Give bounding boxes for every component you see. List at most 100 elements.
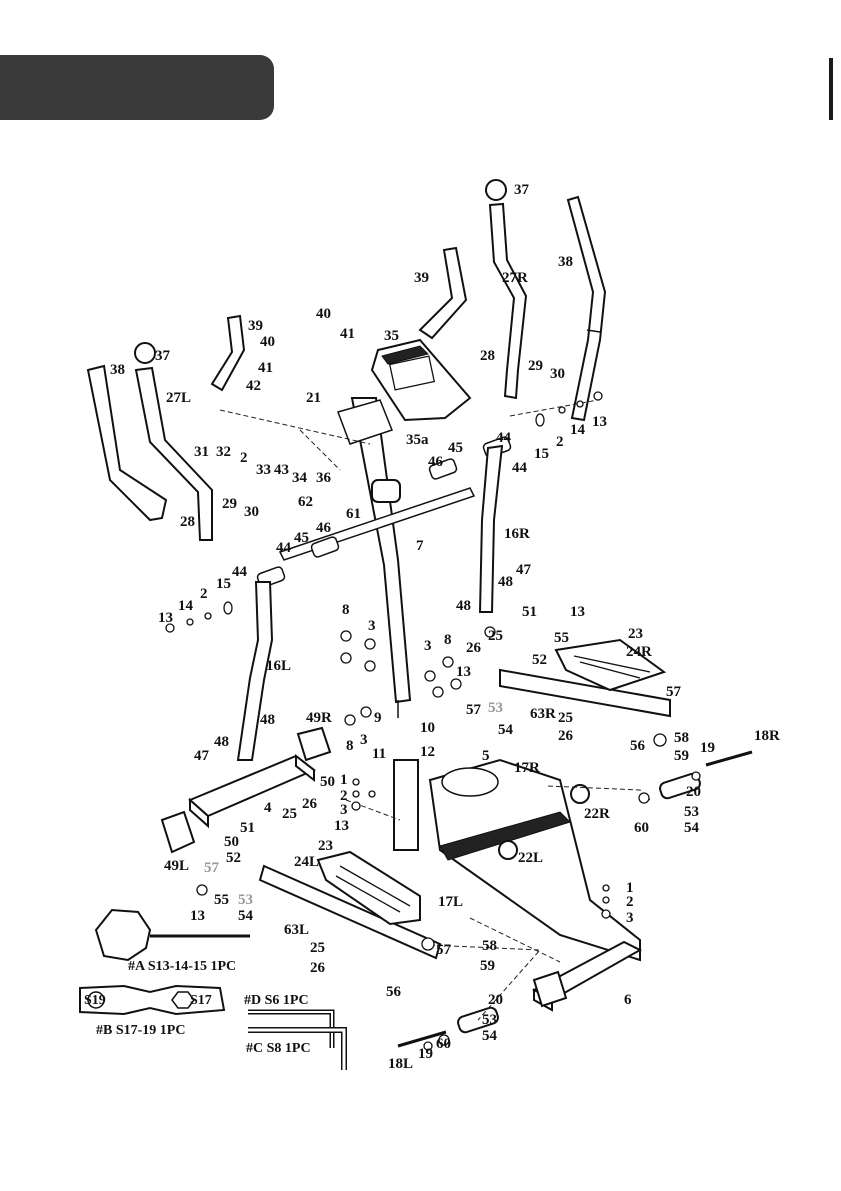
label-53: 53 (482, 1012, 497, 1028)
label-3: 3 (360, 732, 368, 748)
axle-bolt-18L (397, 1030, 447, 1048)
front-stabilizer-6 (531, 940, 643, 1012)
fixed-grip-39-left (210, 314, 246, 392)
label-12: 12 (420, 744, 435, 760)
label-47: 47 (516, 562, 532, 578)
bushing-46-left (310, 536, 340, 558)
label-26: 26 (558, 728, 574, 744)
end-cap-37-right (485, 179, 507, 201)
label-40: 40 (316, 306, 331, 322)
label-48: 48 (214, 734, 229, 750)
label-53: 53 (488, 700, 503, 716)
label-55: 55 (554, 630, 569, 646)
label-47: 47 (194, 748, 210, 764)
label-27L: 27L (166, 390, 191, 406)
label-22R: 22R (584, 806, 610, 822)
label-57: 57 (204, 860, 220, 876)
end-cap-49L (160, 810, 196, 854)
label-25: 25 (310, 940, 325, 956)
label-30: 30 (244, 504, 259, 520)
handle-tube-27L (134, 366, 213, 541)
pedal-24L (316, 850, 421, 926)
label-57: 57 (436, 942, 452, 958)
label-46: 46 (428, 454, 444, 470)
label-15: 15 (534, 446, 549, 462)
label-26: 26 (302, 796, 318, 812)
label-17L: 17L (438, 894, 463, 910)
label-54: 54 (498, 722, 514, 738)
label-6: 6 (624, 992, 632, 1008)
label-7: 7 (416, 538, 424, 554)
label-39: 39 (414, 270, 429, 286)
tool-B-s17: S17 (190, 993, 212, 1008)
label-32: 32 (216, 444, 231, 460)
fixed-grip-39-right (418, 246, 468, 340)
label-19: 19 (418, 1046, 433, 1062)
label-13: 13 (190, 908, 205, 924)
label-51: 51 (522, 604, 537, 620)
label-1: 1 (626, 880, 634, 896)
hex-key-C-icon (248, 1027, 347, 1070)
label-27R: 27R (502, 270, 528, 286)
label-19: 19 (700, 740, 715, 756)
label-37: 37 (514, 182, 530, 198)
label-20: 20 (488, 992, 503, 1008)
wrench-A-icon (94, 908, 250, 962)
label-14: 14 (178, 598, 194, 614)
label-51: 51 (240, 820, 255, 836)
disc-22L (498, 840, 518, 860)
end-cap-37-left (134, 342, 156, 364)
label-63L: 63L (284, 922, 309, 938)
label-26: 26 (466, 640, 482, 656)
guide-line (219, 409, 371, 445)
upright-post-7 (337, 397, 412, 718)
label-13: 13 (158, 610, 173, 626)
label-33: 33 (256, 462, 271, 478)
label-59: 59 (674, 748, 689, 764)
upper-handlebar-38-right (566, 195, 607, 422)
label-3: 3 (626, 910, 634, 926)
pedal-rail-63R (499, 668, 671, 718)
label-2: 2 (626, 894, 634, 910)
label-63R: 63R (530, 706, 556, 722)
label-44: 44 (276, 540, 292, 556)
end-cap-49R (296, 726, 332, 762)
label-60: 60 (436, 1036, 451, 1052)
label-10: 10 (420, 720, 435, 736)
lower-arm-16R (478, 444, 504, 613)
label-62: 62 (298, 494, 313, 510)
console-35 (370, 338, 472, 422)
guide-line (469, 917, 561, 963)
label-54: 54 (482, 1028, 498, 1044)
tool-D-caption: #D S6 1PC (244, 993, 309, 1008)
tool-C-caption: #C S8 1PC (246, 1041, 311, 1056)
label-24L: 24L (294, 854, 319, 870)
label-50: 50 (224, 834, 239, 850)
label-48: 48 (456, 598, 471, 614)
label-50: 50 (320, 774, 335, 790)
label-54: 54 (684, 820, 700, 836)
label-3: 3 (368, 618, 376, 634)
label-8: 8 (346, 738, 354, 754)
label-52: 52 (532, 652, 547, 668)
guide-line (547, 785, 651, 801)
lower-arm-16L (236, 581, 274, 761)
label-14: 14 (570, 422, 586, 438)
label-38: 38 (558, 254, 573, 270)
label-8: 8 (342, 602, 350, 618)
label-28: 28 (480, 348, 495, 364)
label-30: 30 (550, 366, 565, 382)
section-tab (0, 55, 274, 120)
label-20: 20 (686, 784, 701, 800)
tool-A-caption: #A S13-14-15 1PC (128, 959, 236, 974)
hardware-set (165, 391, 701, 1051)
label-2: 2 (240, 450, 248, 466)
label-2: 2 (340, 788, 348, 804)
page-edge-mark (829, 58, 833, 120)
label-39: 39 (248, 318, 263, 334)
label-44: 44 (496, 430, 512, 446)
label-13: 13 (570, 604, 585, 620)
label-40: 40 (260, 334, 275, 350)
label-4: 4 (264, 800, 272, 816)
main-frame-5 (393, 758, 641, 962)
